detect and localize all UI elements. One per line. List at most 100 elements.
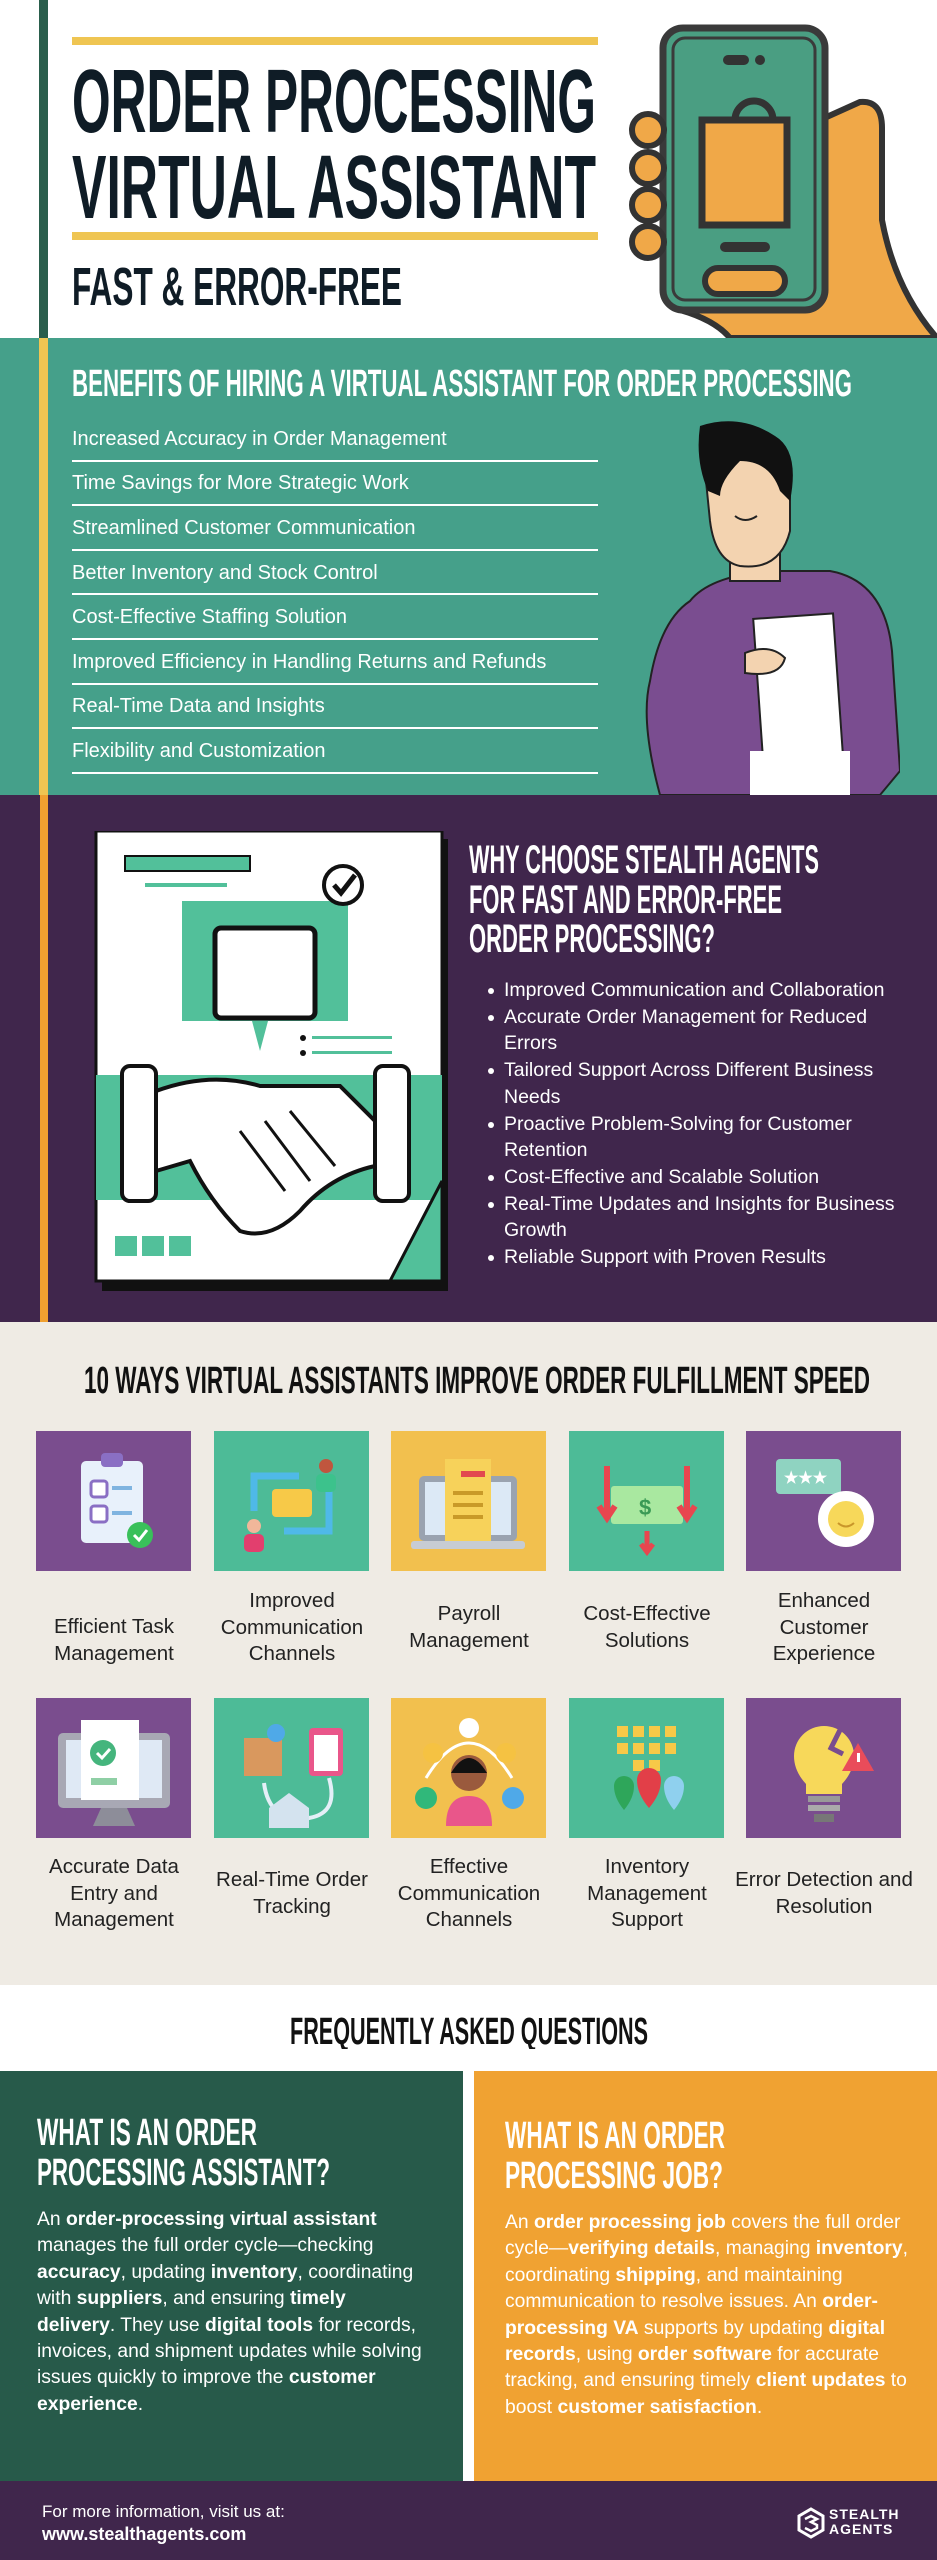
handshake-card-illustration bbox=[94, 831, 448, 1291]
people-exchange-icon bbox=[244, 1459, 336, 1552]
benefits-section: BENEFITS OF HIRING A VIRTUAL ASSISTANT F… bbox=[0, 338, 937, 795]
title-line-2: VIRTUAL ASSISTANT bbox=[72, 138, 596, 226]
way-tile: ★★★ bbox=[746, 1431, 901, 1571]
faq-answer-highlight: accuracy bbox=[37, 2261, 121, 2283]
footer-website-link[interactable]: www.stealthagents.com bbox=[42, 2524, 247, 2544]
title-line-1: ORDER PROCESSING bbox=[72, 56, 596, 152]
why-choose-item: Cost-Effective and Scalable Solution bbox=[487, 1164, 907, 1191]
benefits-title-text: BENEFITS OF HIRING A VIRTUAL ASSISTANT F… bbox=[72, 365, 852, 401]
faq-title-text: FREQUENTLY ASKED QUESTIONS bbox=[290, 2013, 648, 2049]
accent-bar bbox=[39, 0, 48, 338]
benefit-item: Streamlined Customer Communication bbox=[72, 506, 598, 551]
faq-answer-highlight: order processing job bbox=[533, 2212, 726, 2233]
faq-question-line-1: WHAT IS AN ORDER bbox=[505, 2116, 725, 2157]
page-title: ORDER PROCESSING VIRTUAL ASSISTANT bbox=[72, 56, 596, 226]
why-choose-item: Improved Communication and Collaboration bbox=[487, 977, 907, 1004]
hero-header: ORDER PROCESSING VIRTUAL ASSISTANT FAST … bbox=[0, 0, 937, 338]
benefits-title: BENEFITS OF HIRING A VIRTUAL ASSISTANT F… bbox=[72, 365, 852, 401]
faq-question: WHAT IS AN ORDER PROCESSING JOB? bbox=[505, 2116, 725, 2196]
faq-answer-text: , and maintaining communication to resol… bbox=[505, 2264, 843, 2313]
svg-text:$: $ bbox=[639, 1495, 651, 1520]
way-tile bbox=[36, 1698, 191, 1838]
faq-answer-highlight: client updates bbox=[755, 2370, 886, 2392]
faq-answer-highlight: digital records bbox=[505, 2317, 886, 2366]
why-title-line-1: WHY CHOOSE STEALTH AGENTS bbox=[469, 838, 819, 882]
why-choose-item: Reliable Support with Proven Results bbox=[487, 1244, 907, 1271]
logo-hexagon-icon bbox=[797, 2507, 825, 2539]
benefit-label: Improved Efficiency in Handling Returns … bbox=[72, 650, 547, 673]
money-down-arrows-icon: $ bbox=[596, 1466, 698, 1557]
faq-answer-text: , managing bbox=[715, 2238, 816, 2260]
faq-answer: An order-processing virtual assistant ma… bbox=[37, 2207, 429, 2418]
faq-answer-highlight: order-processing VA bbox=[505, 2291, 878, 2339]
faq-answer-text: An bbox=[505, 2212, 534, 2233]
inventory-pins-icon bbox=[614, 1726, 684, 1810]
person-holding-papers-illustration bbox=[645, 421, 900, 795]
faq-answer-text: . bbox=[756, 2396, 763, 2418]
monitor-check-icon bbox=[58, 1720, 170, 1826]
benefit-label: Time Savings for More Strategic Work bbox=[72, 472, 409, 495]
ways-title-text: 10 WAYS VIRTUAL ASSISTANTS IMPROVE ORDER… bbox=[84, 1362, 870, 1398]
faq-answer-text: , using bbox=[575, 2344, 638, 2366]
way-tile: $ bbox=[569, 1431, 724, 1571]
benefit-label: Increased Accuracy in Order Management bbox=[72, 427, 447, 450]
benefit-item: Improved Efficiency in Handling Returns … bbox=[72, 640, 598, 685]
footer-info-text: For more information, visit us at: bbox=[42, 2502, 285, 2521]
way-label: Payroll Management bbox=[409, 1602, 529, 1652]
benefit-item: Time Savings for More Strategic Work bbox=[72, 462, 598, 507]
faq-answer-highlight: inventory bbox=[815, 2238, 903, 2260]
faq-answer-highlight: order-processing virtual assistant bbox=[65, 2209, 377, 2230]
way-tile bbox=[569, 1698, 724, 1838]
benefit-label: Flexibility and Customization bbox=[72, 739, 326, 762]
faq-answer-highlight: inventory bbox=[210, 2261, 298, 2283]
phone-in-hand-illustration bbox=[629, 24, 937, 338]
faq-answer-highlight: suppliers bbox=[76, 2288, 163, 2310]
laptop-invoice-icon bbox=[411, 1459, 525, 1549]
way-label: Cost-Effective Solutions bbox=[583, 1602, 711, 1652]
accent-bar bbox=[40, 795, 48, 1322]
accent-bar bbox=[39, 338, 48, 795]
ways-section: 10 WAYS VIRTUAL ASSISTANTS IMPROVE ORDER… bbox=[0, 1322, 937, 1985]
clipboard-checklist-icon bbox=[81, 1453, 153, 1548]
faq-question-line-1: WHAT IS AN ORDER bbox=[37, 2113, 257, 2154]
why-choose-section: WHY CHOOSE STEALTH AGENTS FOR FAST AND E… bbox=[0, 795, 937, 1322]
rating-smiley-icon: ★★★ bbox=[776, 1459, 874, 1547]
faq-answer-highlight: timely delivery bbox=[37, 2288, 346, 2336]
faq-answer-text: . bbox=[137, 2393, 144, 2415]
benefit-label: Real-Time Data and Insights bbox=[72, 695, 325, 718]
faq-answer-highlight: customer experience bbox=[37, 2367, 376, 2415]
faq-card-job: WHAT IS AN ORDER PROCESSING JOB? An orde… bbox=[474, 2071, 937, 2481]
way-label: Inventory Management Support bbox=[587, 1855, 707, 1931]
faq-answer-text: An bbox=[37, 2209, 66, 2230]
subtitle-text: FAST & ERROR-FREE bbox=[72, 258, 402, 310]
benefit-label: Streamlined Customer Communication bbox=[72, 516, 416, 539]
logo-line-1: STEALTH bbox=[829, 2506, 900, 2522]
faq-answer-highlight: customer satisfaction bbox=[557, 2396, 757, 2418]
way-tile bbox=[214, 1698, 369, 1838]
faq-answer-text: for records, invoices, and shipment upda… bbox=[37, 2314, 422, 2389]
way-tile bbox=[36, 1431, 191, 1571]
way-label: Accurate Data Entry and Management bbox=[49, 1855, 179, 1931]
subtitle: FAST & ERROR-FREE bbox=[72, 258, 402, 310]
svg-text:★★★: ★★★ bbox=[784, 1470, 828, 1487]
faq-header: FREQUENTLY ASKED QUESTIONS bbox=[0, 1985, 937, 2071]
faq-answer-text: , updating bbox=[120, 2261, 211, 2283]
why-title-line-2: FOR FAST AND ERROR-FREE bbox=[469, 878, 782, 922]
faq-question-line-2: PROCESSING JOB? bbox=[505, 2155, 723, 2196]
faq-answer-text: covers the full order cycle— bbox=[505, 2212, 901, 2260]
why-choose-item: Accurate Order Management for Reduced Er… bbox=[487, 1004, 907, 1057]
broken-bulb-warning-icon bbox=[794, 1726, 874, 1822]
faq-answer-text: , coordinating bbox=[505, 2238, 908, 2286]
footer: For more information, visit us at: www.s… bbox=[0, 2481, 937, 2560]
benefit-label: Better Inventory and Stock Control bbox=[72, 561, 378, 584]
why-title-line-3: ORDER PROCESSING? bbox=[469, 917, 715, 957]
package-tracking-icon bbox=[244, 1724, 343, 1828]
benefit-item: Real-Time Data and Insights bbox=[72, 685, 598, 730]
faq-card-assistant: WHAT IS AN ORDER PROCESSING ASSISTANT? A… bbox=[0, 2071, 463, 2481]
logo-text: STEALTH AGENTS bbox=[829, 2507, 900, 2537]
faq-answer-highlight: digital tools bbox=[204, 2314, 314, 2336]
faq-question: WHAT IS AN ORDER PROCESSING ASSISTANT? bbox=[37, 2113, 330, 2193]
divider bbox=[72, 37, 598, 45]
faq-question-line-2: PROCESSING ASSISTANT? bbox=[37, 2152, 330, 2193]
